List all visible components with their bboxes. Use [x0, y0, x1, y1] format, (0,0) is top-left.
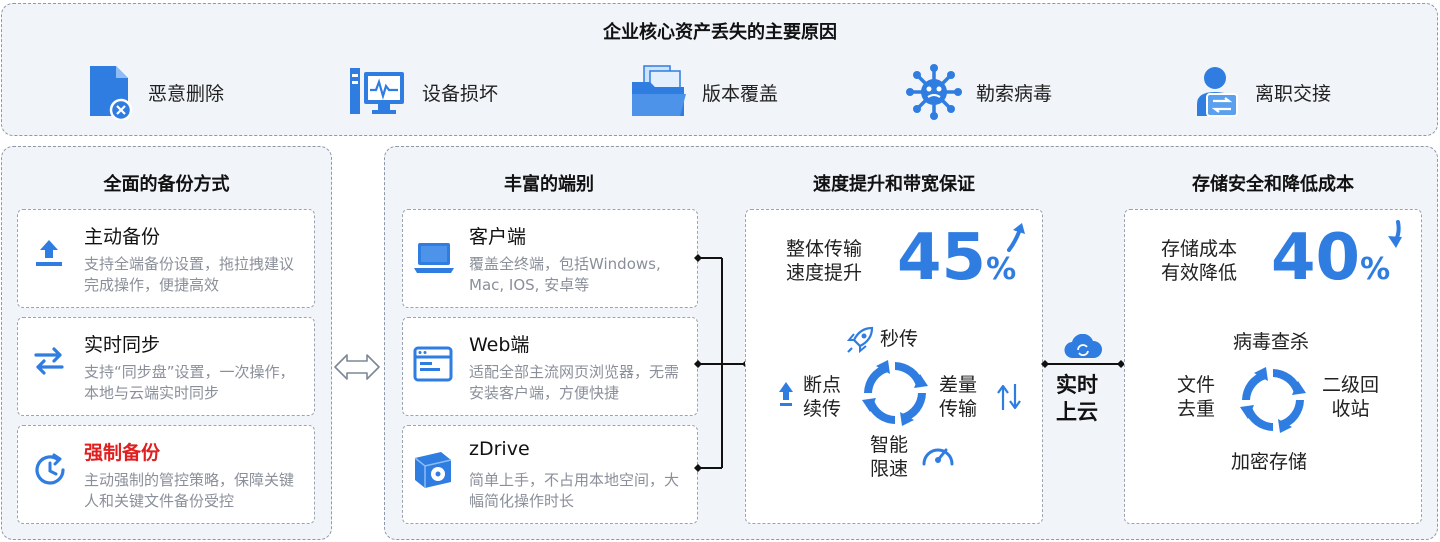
card-desktop-client: 客户端 覆盖全终端，包括Windows, Mac, IOS, 安卓等 — [402, 209, 698, 308]
cause-version-overwrite: 版本覆盖 — [630, 60, 778, 124]
trend-down-icon — [1388, 220, 1402, 248]
upload-icon — [36, 240, 62, 266]
card-title: 客户端 — [469, 226, 527, 248]
clients-title: 丰富的端别 — [504, 174, 594, 195]
cause-employee-leave: 离职交接 — [1195, 60, 1331, 124]
clock-backup-icon — [35, 453, 65, 485]
card-title: 主动备份 — [84, 226, 161, 248]
cause-device-damage: 设备损坏 — [348, 60, 498, 124]
cloud-sync-icon — [1064, 334, 1102, 359]
backup-title: 全面的备份方式 — [103, 174, 230, 195]
storage-cycle-right: 二级回 收站 — [1322, 374, 1380, 420]
card-desc: 适配全部主流网页浏览器，无需安装客户端，方便快捷 — [469, 363, 680, 402]
speed-cycle-right: 差量 传输 — [939, 374, 978, 420]
card-forced-backup: 强制备份 主动强制的管控策略，保障关键人和关键文件备份受控 — [17, 425, 315, 524]
cause-label: 勒索病毒 — [976, 82, 1053, 105]
cause-malicious-delete: 恶意删除 — [88, 60, 224, 124]
resume-upload-icon — [779, 382, 793, 406]
speedometer-icon — [922, 448, 954, 466]
storage-metric-unit: % — [1360, 252, 1391, 287]
speed-metric-value: 45% — [897, 226, 1016, 302]
storage-cycle-top: 病毒查杀 — [1233, 331, 1310, 353]
card-desc: 简单上手，不占用本地空间，大幅简化操作时长 — [469, 471, 680, 510]
virus-icon — [906, 64, 962, 120]
file-delete-icon — [90, 66, 133, 120]
cause-label: 设备损坏 — [422, 82, 499, 105]
cause-label: 恶意删除 — [148, 82, 225, 105]
storage-cycle-icon — [1240, 367, 1306, 433]
speed-cycle-bottom: 智能 限速 — [870, 434, 909, 480]
card-title: 实时同步 — [84, 334, 161, 356]
card-desc: 覆盖全终端，包括Windows, Mac, IOS, 安卓等 — [469, 255, 661, 294]
cloud-label: 实时 上云 — [1056, 373, 1098, 424]
asset-loss-title: 企业核心资产丢失的主要原因 — [603, 22, 837, 43]
storage-title: 存储安全和降低成本 — [1192, 174, 1354, 195]
card-desc: 支持全端备份设置，拖拉拽建议完成操作，便捷高效 — [84, 255, 295, 294]
speed-metric-unit: % — [986, 252, 1017, 287]
card-zdrive: zDrive 简单上手，不占用本地空间，大幅简化操作时长 — [402, 425, 698, 524]
clients-connector — [694, 254, 750, 472]
card-desc: 主动强制的管控策略，保障关键人和关键文件备份受控 — [84, 471, 295, 510]
user-handover-icon — [1197, 67, 1238, 117]
cause-label: 版本覆盖 — [702, 82, 779, 105]
damaged-monitor-icon — [350, 68, 404, 114]
cause-label: 离职交接 — [1255, 82, 1332, 105]
storage-metric-number: 40 — [1271, 221, 1361, 295]
folder-files-icon — [632, 65, 686, 116]
card-desc: 支持“同步盘”设置，一次操作，本地与云端实时同步 — [84, 363, 295, 402]
card-title: zDrive — [469, 438, 530, 460]
speed-cycle-left: 断点 续传 — [803, 374, 842, 420]
drive-icon — [414, 452, 452, 488]
storage-cycle-left: 文件 去重 — [1177, 374, 1216, 420]
storage-cycle-bottom: 加密存储 — [1231, 451, 1308, 473]
bidirectional-arrow-icon — [334, 354, 380, 380]
rocket-icon — [846, 326, 874, 354]
card-title: 强制备份 — [84, 442, 161, 464]
speed-metric-label: 整体传输 速度提升 — [786, 238, 863, 284]
card-title: Web端 — [469, 334, 530, 356]
storage-card — [1124, 209, 1422, 524]
browser-icon — [413, 346, 453, 382]
speed-cycle-top: 秒传 — [880, 328, 919, 350]
cloud-connector — [1041, 360, 1125, 368]
speed-card — [745, 209, 1043, 524]
cause-ransomware: 勒索病毒 — [906, 60, 1052, 124]
storage-metric-label: 存储成本 有效降低 — [1161, 238, 1238, 284]
trend-up-icon — [1007, 223, 1025, 252]
speed-metric-number: 45 — [897, 221, 987, 295]
card-active-backup: 主动备份 支持全端备份设置，拖拉拽建议完成操作，便捷高效 — [17, 209, 315, 308]
speed-title: 速度提升和带宽保证 — [813, 174, 975, 195]
card-realtime-sync: 实时同步 支持“同步盘”设置，一次操作，本地与云端实时同步 — [17, 317, 315, 416]
card-web-client: Web端 适配全部主流网页浏览器，无需安装客户端，方便快捷 — [402, 317, 698, 416]
up-down-transfer-icon — [997, 384, 1021, 410]
storage-metric-value: 40% — [1271, 226, 1390, 302]
speed-cycle-icon — [862, 360, 928, 426]
laptop-icon — [414, 243, 454, 273]
sync-arrows-icon — [34, 347, 64, 375]
